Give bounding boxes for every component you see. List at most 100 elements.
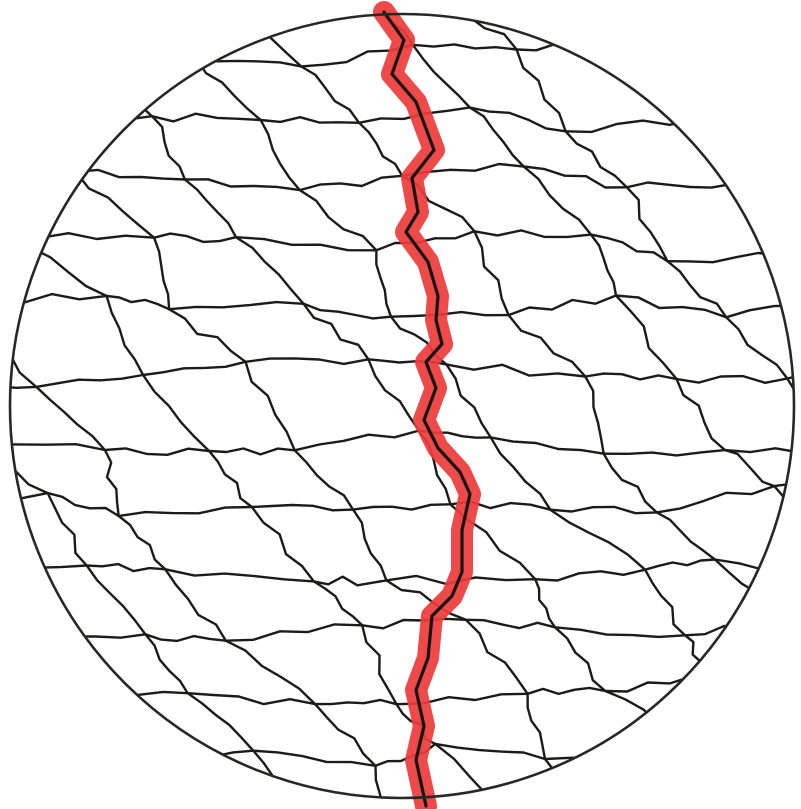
grain-boundary	[604, 454, 657, 513]
grain-boundary	[154, 234, 236, 242]
grain-boundary	[657, 512, 715, 559]
grain-boundary	[509, 296, 616, 316]
grain-boundary	[236, 237, 376, 250]
grain-boundary	[143, 375, 209, 451]
grain-boundary	[188, 693, 315, 704]
grain-boundary	[446, 364, 585, 376]
grain-boundary	[362, 625, 396, 704]
grain-boundary	[391, 312, 509, 317]
grain-boundary	[733, 176, 801, 184]
grain-boundary	[509, 315, 586, 376]
grain-boundary	[226, 641, 315, 704]
grain-boundary	[119, 507, 252, 516]
grain-boundary	[144, 0, 196, 58]
grain-boundary	[145, 634, 225, 641]
grain-boundary	[614, 42, 695, 120]
grain-boundary	[44, 762, 153, 766]
grain-boundary	[474, 231, 508, 315]
grain-boundary	[435, 744, 524, 809]
grain-boundary	[36, 375, 143, 387]
grain-boundary	[786, 3, 801, 69]
grain-boundary	[774, 486, 801, 580]
grain-boundary	[44, 764, 84, 809]
grain-boundary	[0, 119, 6, 125]
grain-boundary	[725, 450, 774, 486]
grain-boundary	[0, 691, 66, 705]
grain-boundary	[188, 693, 254, 751]
grain-boundary	[528, 694, 545, 759]
grain-boundary	[295, 431, 419, 451]
grain-boundary	[105, 448, 209, 454]
grain-boundary	[143, 362, 246, 375]
grain-boundary	[711, 42, 801, 69]
grain-boundary	[165, 569, 313, 581]
grain-boundary	[0, 438, 105, 450]
grain-boundary	[169, 302, 304, 309]
grain-boundary	[362, 619, 466, 629]
grain-boundary	[442, 0, 517, 49]
grain-boundary	[0, 705, 44, 764]
grain-boundary	[627, 183, 733, 188]
grain-boundary	[261, 117, 359, 123]
grain-boundary	[555, 627, 685, 637]
grain-boundary	[711, 42, 801, 127]
grain-boundary	[699, 743, 753, 809]
grain-boundary	[6, 121, 76, 171]
grain-boundary	[11, 233, 106, 296]
grain-boundary	[209, 449, 295, 455]
grain-boundary	[491, 437, 551, 509]
grain-boundary	[252, 507, 314, 581]
grain-boundary	[152, 114, 261, 122]
grain-boundary	[105, 450, 119, 516]
grain-boundary	[154, 238, 169, 310]
grain-boundary	[585, 377, 603, 454]
grain-boundary	[11, 233, 154, 239]
grain-boundary	[783, 619, 801, 628]
grain-boundary	[780, 755, 801, 809]
grain-boundary	[376, 766, 394, 809]
grain-boundary	[676, 0, 710, 42]
grain-boundary	[614, 38, 711, 42]
grain-boundary	[713, 678, 801, 706]
grain-boundary	[566, 131, 627, 187]
grain-boundary	[34, 0, 88, 59]
grain-boundary	[152, 116, 185, 179]
grain-boundary	[36, 387, 105, 450]
grain-boundary	[726, 317, 787, 378]
grain-boundary	[605, 677, 713, 692]
grain-boundary	[470, 108, 566, 132]
grain-boundary	[0, 438, 48, 493]
grain-boundary	[524, 167, 627, 188]
grain-boundary	[491, 437, 604, 453]
grain-boundary	[295, 450, 353, 509]
grain-boundary	[87, 566, 146, 635]
grain-boundary	[185, 179, 300, 190]
grain-boundary	[550, 510, 645, 570]
grain-boundary	[107, 296, 170, 309]
grain-boundary	[0, 41, 6, 121]
grain-boundary	[0, 166, 76, 172]
grain-boundary	[474, 230, 591, 237]
grain-boundary	[0, 0, 34, 3]
grain-boundary	[446, 364, 490, 437]
grain-boundary	[590, 0, 614, 42]
grain-boundary	[786, 0, 801, 3]
grain-boundary	[300, 176, 402, 190]
grain-boundary	[726, 298, 801, 317]
grain-boundary	[226, 624, 362, 640]
grain-boundary	[252, 505, 353, 510]
grain-boundary	[145, 634, 187, 693]
grain-boundary	[169, 309, 246, 362]
grain-boundary	[48, 493, 87, 565]
grain-boundary	[0, 232, 11, 245]
grain-boundary	[119, 516, 166, 569]
grain-boundary	[657, 486, 775, 512]
grain-boundary	[300, 190, 377, 250]
grain-boundary	[6, 116, 152, 122]
grain-boundary	[315, 704, 375, 766]
grain-boundary	[733, 184, 781, 256]
grain-boundary	[676, 0, 786, 3]
grain-boundary	[466, 620, 528, 694]
grain-boundary	[545, 743, 699, 759]
